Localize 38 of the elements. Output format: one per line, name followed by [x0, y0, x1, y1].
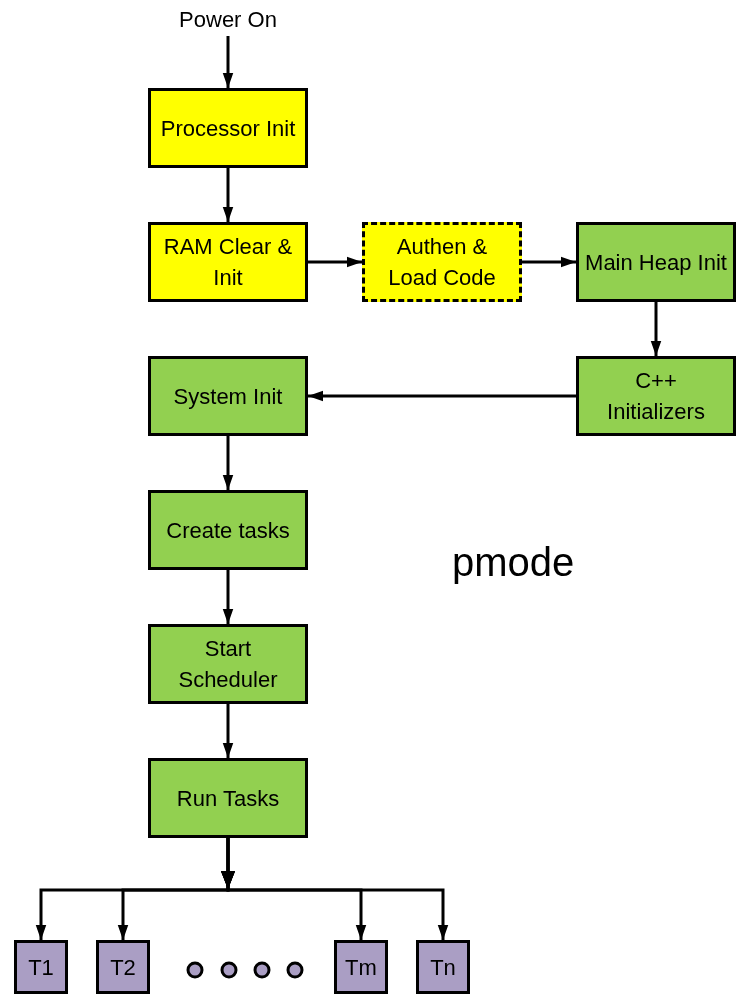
process-box [576, 356, 736, 436]
process-box [148, 222, 308, 302]
start-label: Power On [160, 2, 296, 36]
process-box [148, 758, 308, 838]
box-text: RAM Clear & Init [162, 233, 294, 292]
box-text: Start Scheduler [177, 635, 279, 694]
arrow [222, 570, 234, 624]
task-box [416, 940, 470, 994]
process-box [148, 356, 308, 436]
arrow [308, 256, 362, 268]
arrow [222, 436, 234, 490]
task-box [334, 940, 388, 994]
arrow [308, 390, 576, 402]
region-label: pmode [452, 540, 575, 585]
box-text: Create tasks [165, 516, 291, 545]
arrow [221, 838, 449, 940]
arrow [222, 168, 234, 222]
box-text: T1 [27, 953, 55, 982]
task-box [96, 940, 150, 994]
box-text: System Init [172, 382, 284, 411]
box-text: Run Tasks [175, 784, 281, 813]
arrow [222, 36, 234, 88]
box-text: T2 [109, 953, 137, 982]
process-box [362, 222, 522, 302]
box-text: Processor Init [159, 114, 297, 143]
process-box [148, 624, 308, 704]
process-box [576, 222, 736, 302]
box-text: Authen & Load Code [387, 233, 497, 292]
process-box [148, 490, 308, 570]
box-text: Tn [429, 953, 457, 982]
box-text: Tm [344, 953, 378, 982]
process-box [148, 88, 308, 168]
arrow [650, 302, 662, 356]
box-text: Main Heap Init [584, 248, 728, 277]
box-text: C++ Initializers [606, 367, 706, 426]
arrow [222, 704, 234, 758]
task-box [14, 940, 68, 994]
arrow [522, 256, 576, 268]
